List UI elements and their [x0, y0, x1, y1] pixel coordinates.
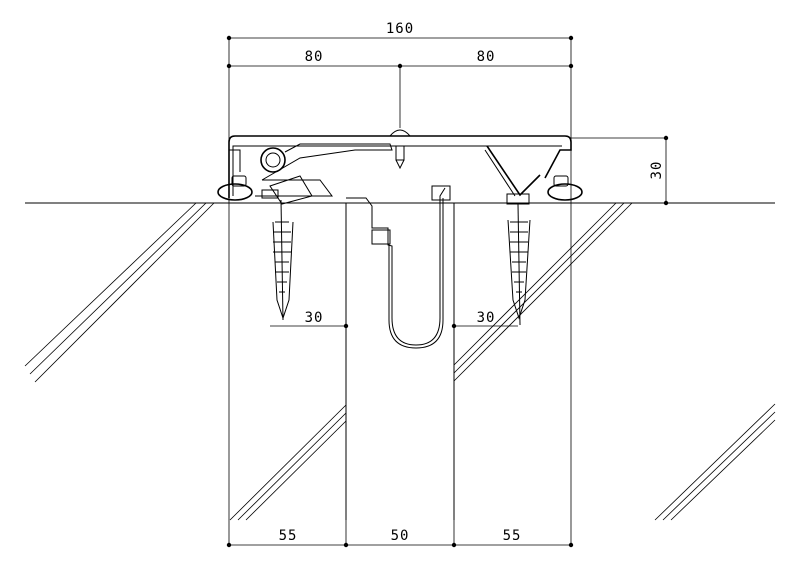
dim-bottom-center: 50 [391, 528, 410, 544]
dim-half-left: 80 [305, 49, 324, 65]
cover-profile [217, 129, 583, 201]
dim-anchor-offset-right: 30 [477, 310, 496, 326]
dim-total-width: 160 [386, 21, 414, 37]
right-anchor [506, 193, 531, 326]
extension-lines [228, 38, 666, 545]
dim-bottom-left: 55 [279, 528, 298, 544]
concrete-hatching [24, 202, 776, 521]
dimension-lines [226, 35, 669, 548]
dim-height: 30 [649, 161, 665, 180]
joint-gap-edges [345, 203, 455, 520]
left-anchor [261, 175, 313, 321]
dim-half-right: 80 [477, 49, 496, 65]
dim-anchor-offset-left: 30 [305, 310, 324, 326]
dim-bottom-right: 55 [503, 528, 522, 544]
flexible-membrane [346, 185, 451, 349]
